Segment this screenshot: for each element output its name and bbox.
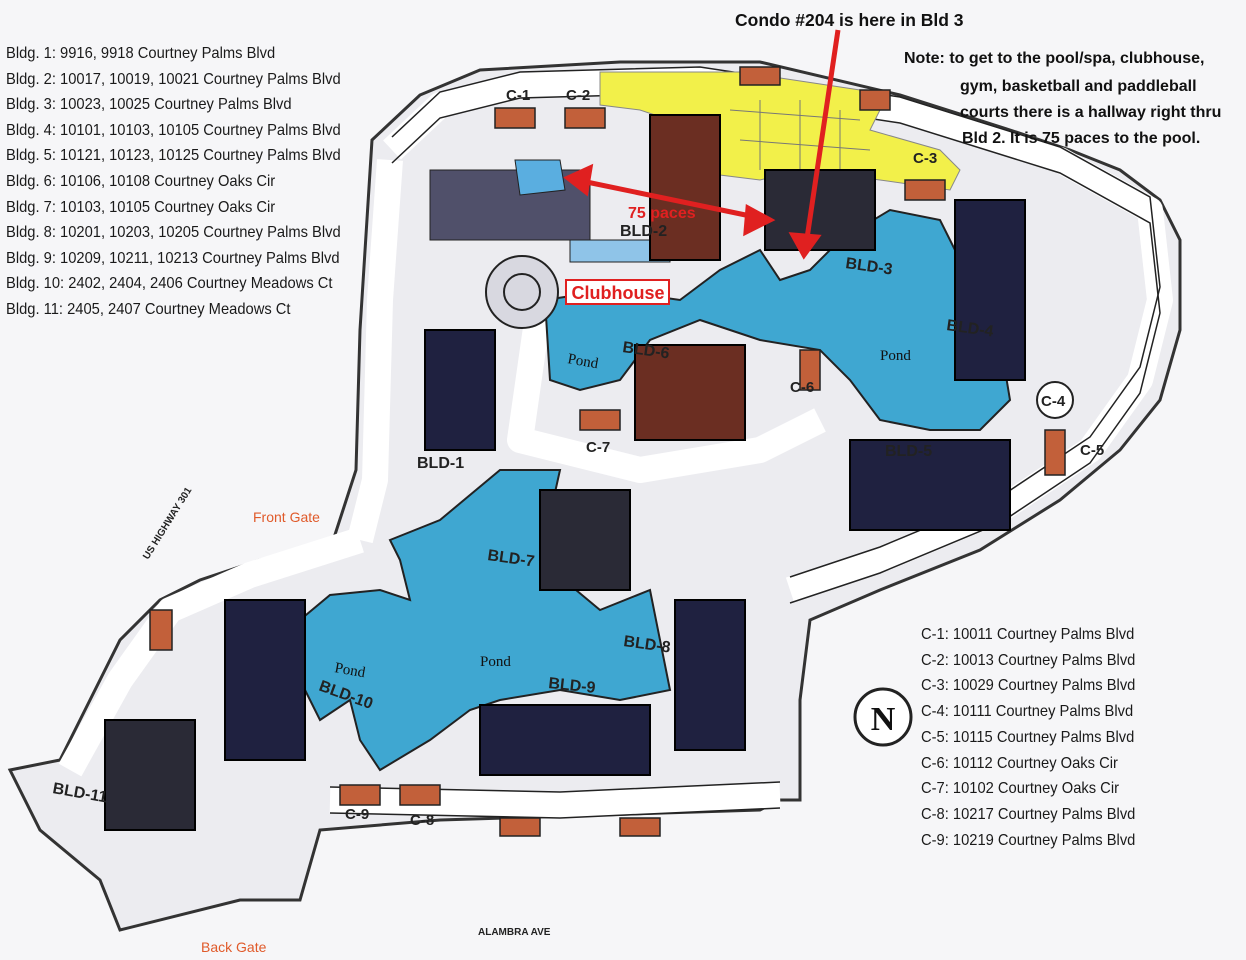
legend-c-2: C-2: 10013 Courtney Palms Blvd [921, 651, 1136, 669]
legend-c-4: C-4: 10111 Courtney Palms Blvd [921, 703, 1134, 721]
front-gate-label: Front Gate [253, 509, 320, 525]
route-arrows [563, 29, 841, 260]
label-pond-4: Pond [333, 660, 367, 681]
building-1 [424, 329, 496, 451]
label-c-4: C-4 [1041, 393, 1066, 410]
legend-bldg-3: Bldg. 3: 10023, 10025 Courtney Palms Blv… [6, 96, 292, 114]
label-pond-3: Pond [480, 654, 511, 670]
building-11 [104, 719, 196, 831]
legend-bldg-2: Bldg. 2: 10017, 10019, 10021 Courtney Pa… [6, 70, 341, 88]
building-8 [674, 599, 746, 751]
label-bld-9: BLD-9 [548, 675, 597, 697]
label-bld-2: BLD-2 [620, 223, 667, 240]
carports [149, 66, 1066, 837]
clubhouse-label: Clubhouse [572, 283, 665, 303]
building-labels: BLD-1 BLD-2 BLD-3 BLD-4 BLD-5 BLD-6 BLD-… [51, 223, 994, 807]
pond-north [543, 208, 1012, 431]
legend-bldg-1: Bldg. 1: 9916, 9918 Courtney Palms Blvd [6, 45, 276, 62]
label-c-7: C-7 [586, 439, 610, 456]
legend-bldg-7: Bldg. 7: 10103, 10105 Courtney Oaks Cir [6, 198, 276, 216]
note-line-3: courts there is a hallway right thru [960, 104, 1222, 121]
legend-c-5: C-5: 10115 Courtney Palms Blvd [921, 728, 1135, 746]
street-label: ALAMBRA AVE [478, 927, 551, 938]
note-line-4: Bld 2. It is 75 paces to the pool. [962, 130, 1201, 147]
building-10 [224, 599, 306, 761]
building-6 [634, 344, 746, 441]
label-pond-2: Pond [880, 348, 911, 364]
note-line-2: gym, basketball and paddleball [960, 78, 1197, 95]
carport-address-legend: C-1: 10011 Courtney Palms Blvd C-2: 1001… [921, 622, 1154, 853]
label-c-1: C-1 [506, 87, 530, 104]
legend-c-7: C-7: 10102 Courtney Oaks Cir [921, 780, 1119, 798]
label-bld-8: BLD-8 [622, 633, 671, 656]
legend-c-1: C-1: 10011 Courtney Palms Blvd [921, 626, 1135, 643]
legend-bldg-9: Bldg. 9: 10209, 10211, 10213 Courtney Pa… [6, 249, 340, 267]
clubhouse [429, 159, 671, 329]
label-bld-3: BLD-3 [844, 255, 893, 278]
label-bld-1: BLD-1 [417, 455, 464, 472]
headline: Condo #204 is here in Bld 3 [735, 10, 964, 30]
legend-bldg-6: Bldg. 6: 10106, 10108 Courtney Oaks Cir [6, 172, 276, 190]
label-c-3: C-3 [913, 150, 937, 167]
back-gate-label: Back Gate [201, 939, 267, 955]
label-c-2: C-2 [566, 87, 590, 104]
label-bld-5: BLD-5 [885, 443, 932, 460]
legend-bldg-10: Bldg. 10: 2402, 2404, 2406 Courtney Mead… [6, 275, 333, 293]
label-bld-6: BLD-6 [621, 339, 670, 362]
label-c-5: C-5 [1080, 442, 1104, 459]
label-c-9: C-9 [345, 806, 369, 823]
label-bld-7: BLD-7 [486, 547, 535, 570]
building-5 [849, 439, 1011, 531]
highway-label: US HIGHWAY 301 [141, 485, 194, 561]
paces-label: 75 paces [628, 205, 696, 222]
parking-stripes [729, 100, 871, 170]
building-7 [539, 489, 631, 591]
north-compass: N [853, 687, 913, 747]
legend-bldg-11: Bldg. 11: 2405, 2407 Courtney Meadows Ct [6, 300, 291, 318]
legend-bldg-4: Bldg. 4: 10101, 10103, 10105 Courtney Pa… [6, 121, 341, 139]
building-3 [764, 169, 876, 251]
pond-labels: Pond Pond Pond Pond [333, 348, 911, 681]
clubhouse-sign-box [565, 279, 670, 305]
carport-labels: C-1 C-2 C-3 C-4 C-5 C-6 C-7 C-8 C-9 [345, 87, 1104, 829]
building-2 [649, 114, 721, 261]
legend-c-9: C-9: 10219 Courtney Palms Blvd [921, 831, 1136, 849]
legend-c-3: C-3: 10029 Courtney Palms Blvd [921, 677, 1136, 695]
label-pond-1: Pond [566, 351, 600, 372]
north-letter: N [871, 701, 896, 738]
buildings [104, 114, 1026, 831]
building-9 [479, 704, 651, 776]
label-c-6: C-6 [790, 379, 814, 396]
note-line-1: Note: to get to the pool/spa, clubhouse, [904, 50, 1205, 67]
building-4 [954, 199, 1026, 381]
legend-c-6: C-6: 10112 Courtney Oaks Cir [921, 754, 1118, 772]
legend-bldg-5: Bldg. 5: 10121, 10123, 10125 Courtney Pa… [6, 147, 341, 165]
label-bld-4: BLD-4 [945, 317, 994, 340]
legend-c-8: C-8: 10217 Courtney Palms Blvd [921, 805, 1136, 823]
carport-c4-circle [1036, 381, 1074, 419]
label-c-8: C-8 [410, 812, 434, 829]
building-address-legend: Bldg. 1: 9916, 9918 Courtney Palms Blvd … [6, 41, 370, 323]
legend-bldg-8: Bldg. 8: 10201, 10203, 10205 Courtney Pa… [6, 224, 341, 242]
